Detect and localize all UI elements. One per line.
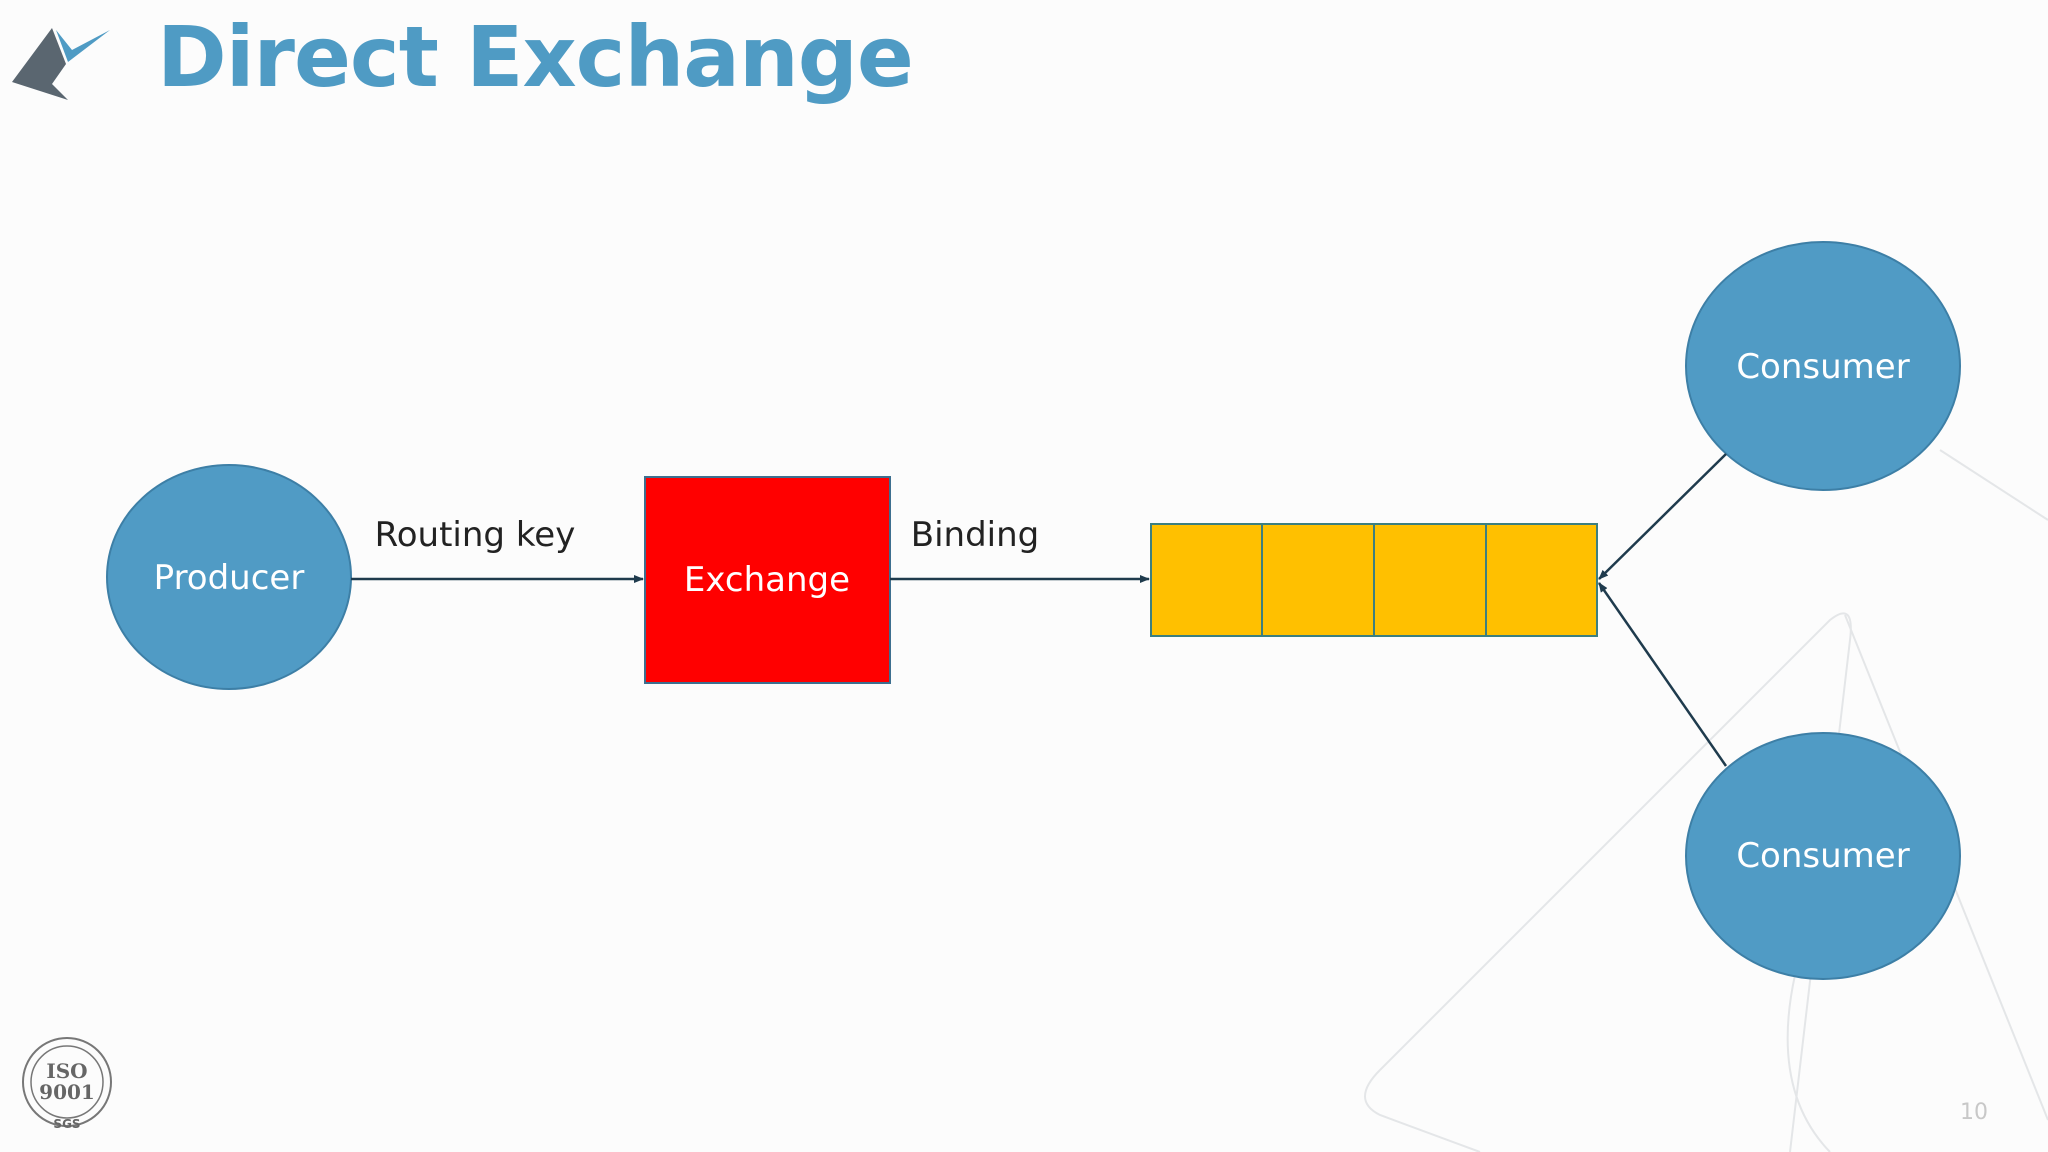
producer-node	[106, 464, 352, 690]
consumer-top-label: Consumer	[1736, 347, 1910, 387]
svg-text:SGS: SGS	[53, 1117, 80, 1131]
consumer-top-arrow	[1598, 453, 1727, 580]
iso-9001-badge: ISO 9001 SGS	[22, 1037, 112, 1131]
company-logo	[12, 28, 110, 100]
consumer-bottom-node	[1685, 732, 1961, 980]
slide-title: Direct Exchange	[157, 8, 914, 106]
svg-text:ISO: ISO	[46, 1059, 87, 1083]
exchange-label: Exchange	[683, 560, 851, 600]
producer-label: Producer	[153, 558, 305, 598]
consumer-bottom-arrow	[1597, 582, 1728, 767]
exchange-node	[644, 476, 891, 684]
routing-key-label: Routing key	[374, 515, 576, 555]
page-number: 10	[1960, 1100, 1988, 1125]
svg-text:9001: 9001	[39, 1080, 95, 1104]
binding-label: Binding	[910, 515, 1040, 555]
queue	[1150, 523, 1598, 637]
consumer-bottom-label: Consumer	[1736, 836, 1910, 876]
consumer-top-node	[1685, 241, 1961, 491]
